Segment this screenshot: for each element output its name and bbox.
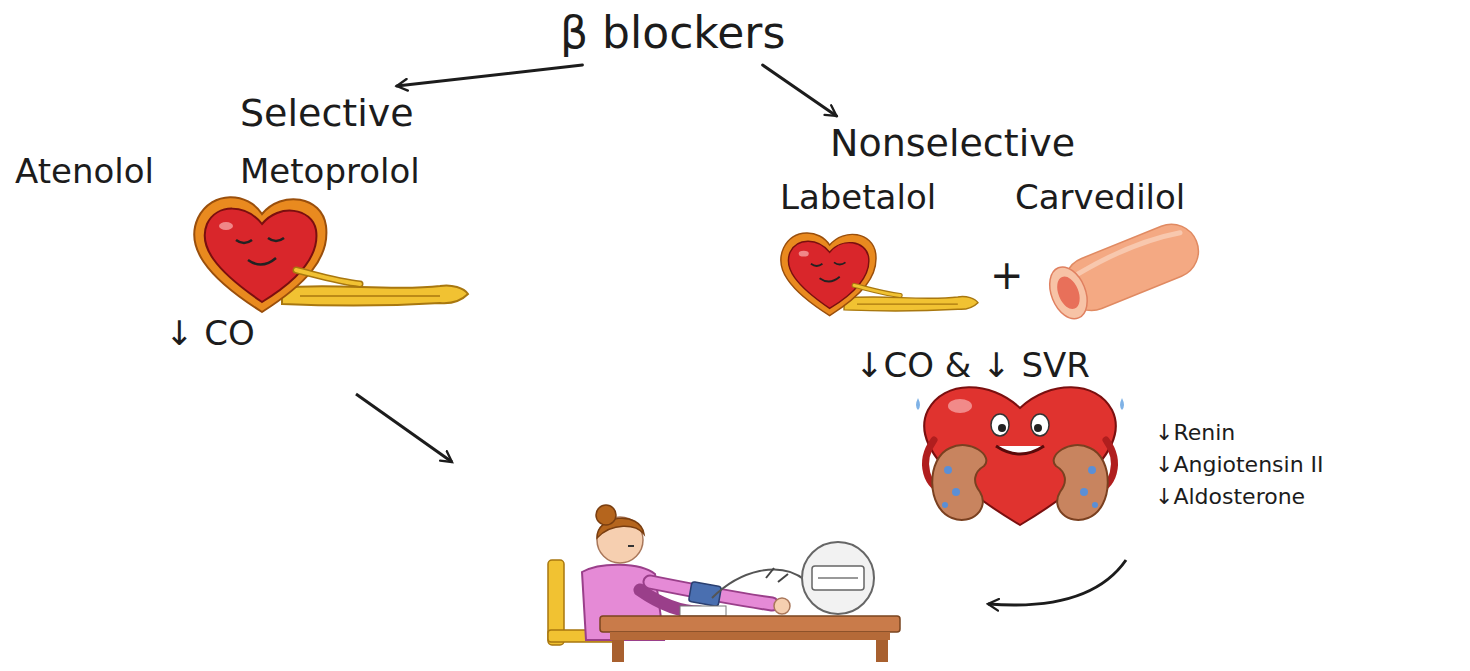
branch-arrow bbox=[397, 65, 583, 86]
label-text: ↓ CO bbox=[165, 314, 255, 353]
label-text: ↓Renin bbox=[1155, 420, 1235, 445]
label-text: Metoprolol bbox=[240, 152, 420, 191]
drug-class-group: SelectiveAtenolol Metoprolol bbox=[9, 86, 426, 197]
relaxed-heart bbox=[781, 233, 978, 316]
label-text: ↓CO & ↓ SVR bbox=[855, 346, 1090, 385]
patient-bp-check bbox=[548, 505, 900, 662]
drug-class-group: NonselectiveLabetalol Carvedilol bbox=[774, 116, 1191, 223]
label-text: β blockers bbox=[560, 8, 785, 59]
label-text: Carvedilol bbox=[1015, 178, 1185, 217]
class-heading: Nonselective bbox=[830, 122, 1075, 166]
label-text: Atenolol bbox=[15, 152, 154, 191]
relaxed-heart bbox=[194, 197, 468, 312]
raas-effects: ↓Renin ↓Angiotensin II ↓Aldosterone bbox=[1149, 414, 1330, 515]
result-arrow bbox=[356, 394, 452, 462]
heading-text: β blockers bbox=[554, 2, 791, 65]
label-text: ↓Aldosterone bbox=[1155, 484, 1305, 509]
heart-kidneys bbox=[916, 387, 1124, 525]
blood-vessel bbox=[1043, 216, 1207, 324]
class-heading: Selective bbox=[240, 92, 414, 136]
label-text: ↓Angiotensin II bbox=[1155, 452, 1324, 477]
plus-sign: + bbox=[990, 252, 1024, 298]
label-text: Labetalol bbox=[780, 178, 936, 217]
effect-text: ↓CO & ↓ SVR bbox=[849, 340, 1096, 391]
result-arrow bbox=[988, 560, 1126, 605]
effect-text: ↓ CO bbox=[159, 308, 261, 359]
branch-arrow bbox=[763, 65, 837, 116]
